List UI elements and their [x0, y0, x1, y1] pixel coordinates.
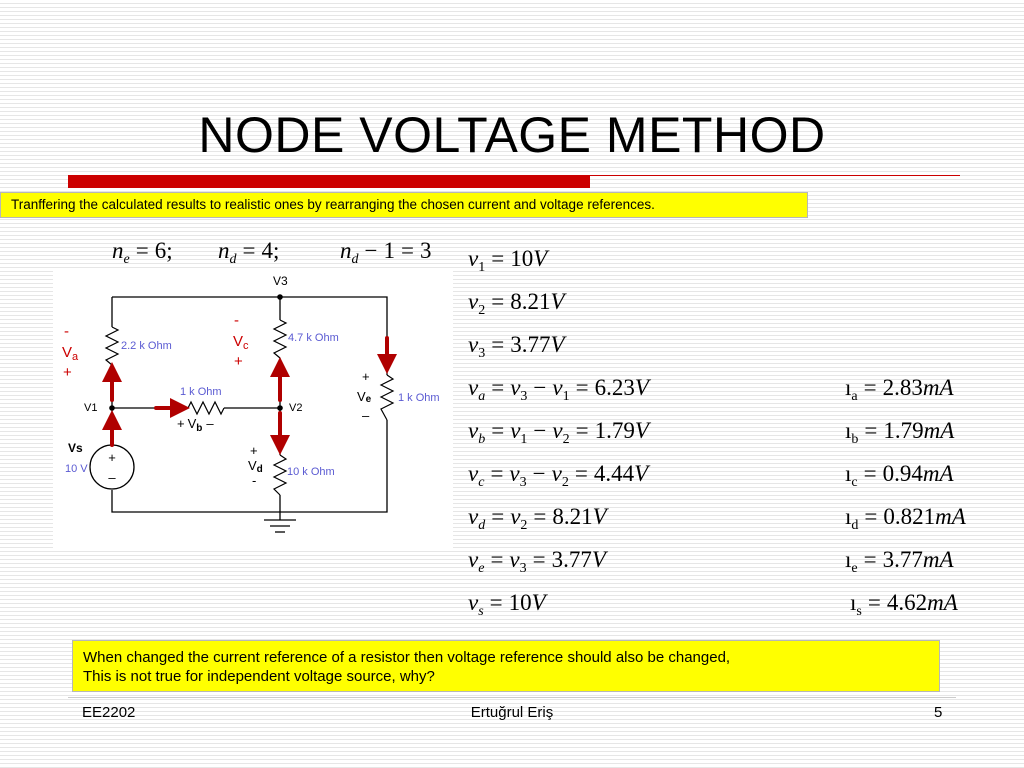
title-underline — [590, 175, 960, 176]
va-label: Va — [62, 344, 79, 363]
eq-ve: ve=v3=3.77V — [468, 547, 606, 576]
eq-ie: ıe=3.77mA — [845, 547, 954, 576]
re-value: 1 k Ohm — [398, 392, 440, 404]
node-v2-dot — [277, 405, 283, 411]
node-v3-dot — [277, 294, 283, 300]
ve-label: Ve — [357, 389, 372, 405]
ground-symbol — [264, 519, 296, 533]
resistor-rd — [272, 454, 288, 496]
eq-vc: vc=v3−v2=4.44V — [468, 461, 649, 490]
rb-value: 1 k Ohm — [180, 386, 222, 398]
eq-v3: v3=3.77V — [468, 332, 565, 361]
eq-va: va=v3−v1=6.23V — [468, 375, 649, 404]
eq-is: ıs=4.62mA — [850, 590, 958, 619]
eq-vs: vs=10V — [468, 590, 546, 619]
note-line-1: When changed the current reference of a … — [83, 649, 731, 666]
vd-plus: + — [250, 443, 258, 458]
footer-rule — [68, 697, 956, 698]
ve-plus: + — [362, 369, 370, 384]
node-v1-label: V1 — [84, 402, 97, 414]
eq-ib: ıb=1.79mA — [845, 418, 955, 447]
vb-label: +Vb– — [177, 416, 214, 434]
eq-ia: ıa=2.83mA — [845, 375, 954, 404]
title-accent-bar — [68, 175, 590, 188]
footer-page-number: 5 — [934, 704, 943, 721]
ve-minus: – — [362, 408, 370, 423]
vs-value: 10 V — [65, 463, 88, 475]
vc-label: Vc — [233, 333, 249, 352]
vd-minus: - — [252, 473, 256, 488]
count-nd-minus-one: nd−1=3 — [340, 238, 432, 267]
count-ne: ne=6; — [112, 238, 173, 267]
resistor-ra — [104, 326, 120, 366]
slide-title: NODE VOLTAGE METHOD — [198, 107, 826, 163]
footer-course: EE2202 — [82, 704, 136, 721]
vc-plus: + — [234, 353, 243, 370]
eq-v1: v1=10V — [468, 246, 548, 275]
node-v3-label: V3 — [273, 274, 288, 288]
va-minus: - — [64, 323, 69, 340]
node-v2-label: V2 — [289, 402, 302, 414]
vs-label: Vs — [68, 441, 83, 455]
resistor-rb — [187, 400, 225, 416]
eq-vb: vb=v1−v2=1.79V — [468, 418, 649, 447]
rc-value: 4.7 k Ohm — [288, 332, 339, 344]
node-v1-dot — [109, 405, 115, 411]
subtitle-banner: Tranffering the calculated results to re… — [0, 192, 808, 218]
source-minus: – — [108, 470, 116, 485]
circuit-panel — [53, 268, 453, 550]
circuit-wires — [111, 296, 388, 520]
footer-author: Ertuğrul Eriş — [470, 704, 554, 721]
eq-v2: v2=8.21V — [468, 289, 565, 318]
rd-value: 10 k Ohm — [287, 466, 335, 478]
source-plus: + — [108, 450, 116, 465]
va-plus: + — [63, 364, 72, 381]
resistor-rc — [272, 319, 288, 359]
note-line-2: This is not true for independent voltage… — [83, 668, 435, 685]
eq-ic: ıc=0.94mA — [845, 461, 954, 490]
ra-value: 2.2 k Ohm — [121, 340, 172, 352]
vc-minus: - — [234, 312, 239, 329]
count-nd: nd=4; — [218, 238, 280, 267]
eq-vd: vd=v2=8.21V — [468, 504, 607, 533]
eq-id: ıd=0.821mA — [845, 504, 966, 533]
vd-label: Vd — [248, 458, 263, 475]
note-box: When changed the current reference of a … — [72, 640, 940, 692]
resistor-re — [379, 374, 395, 421]
